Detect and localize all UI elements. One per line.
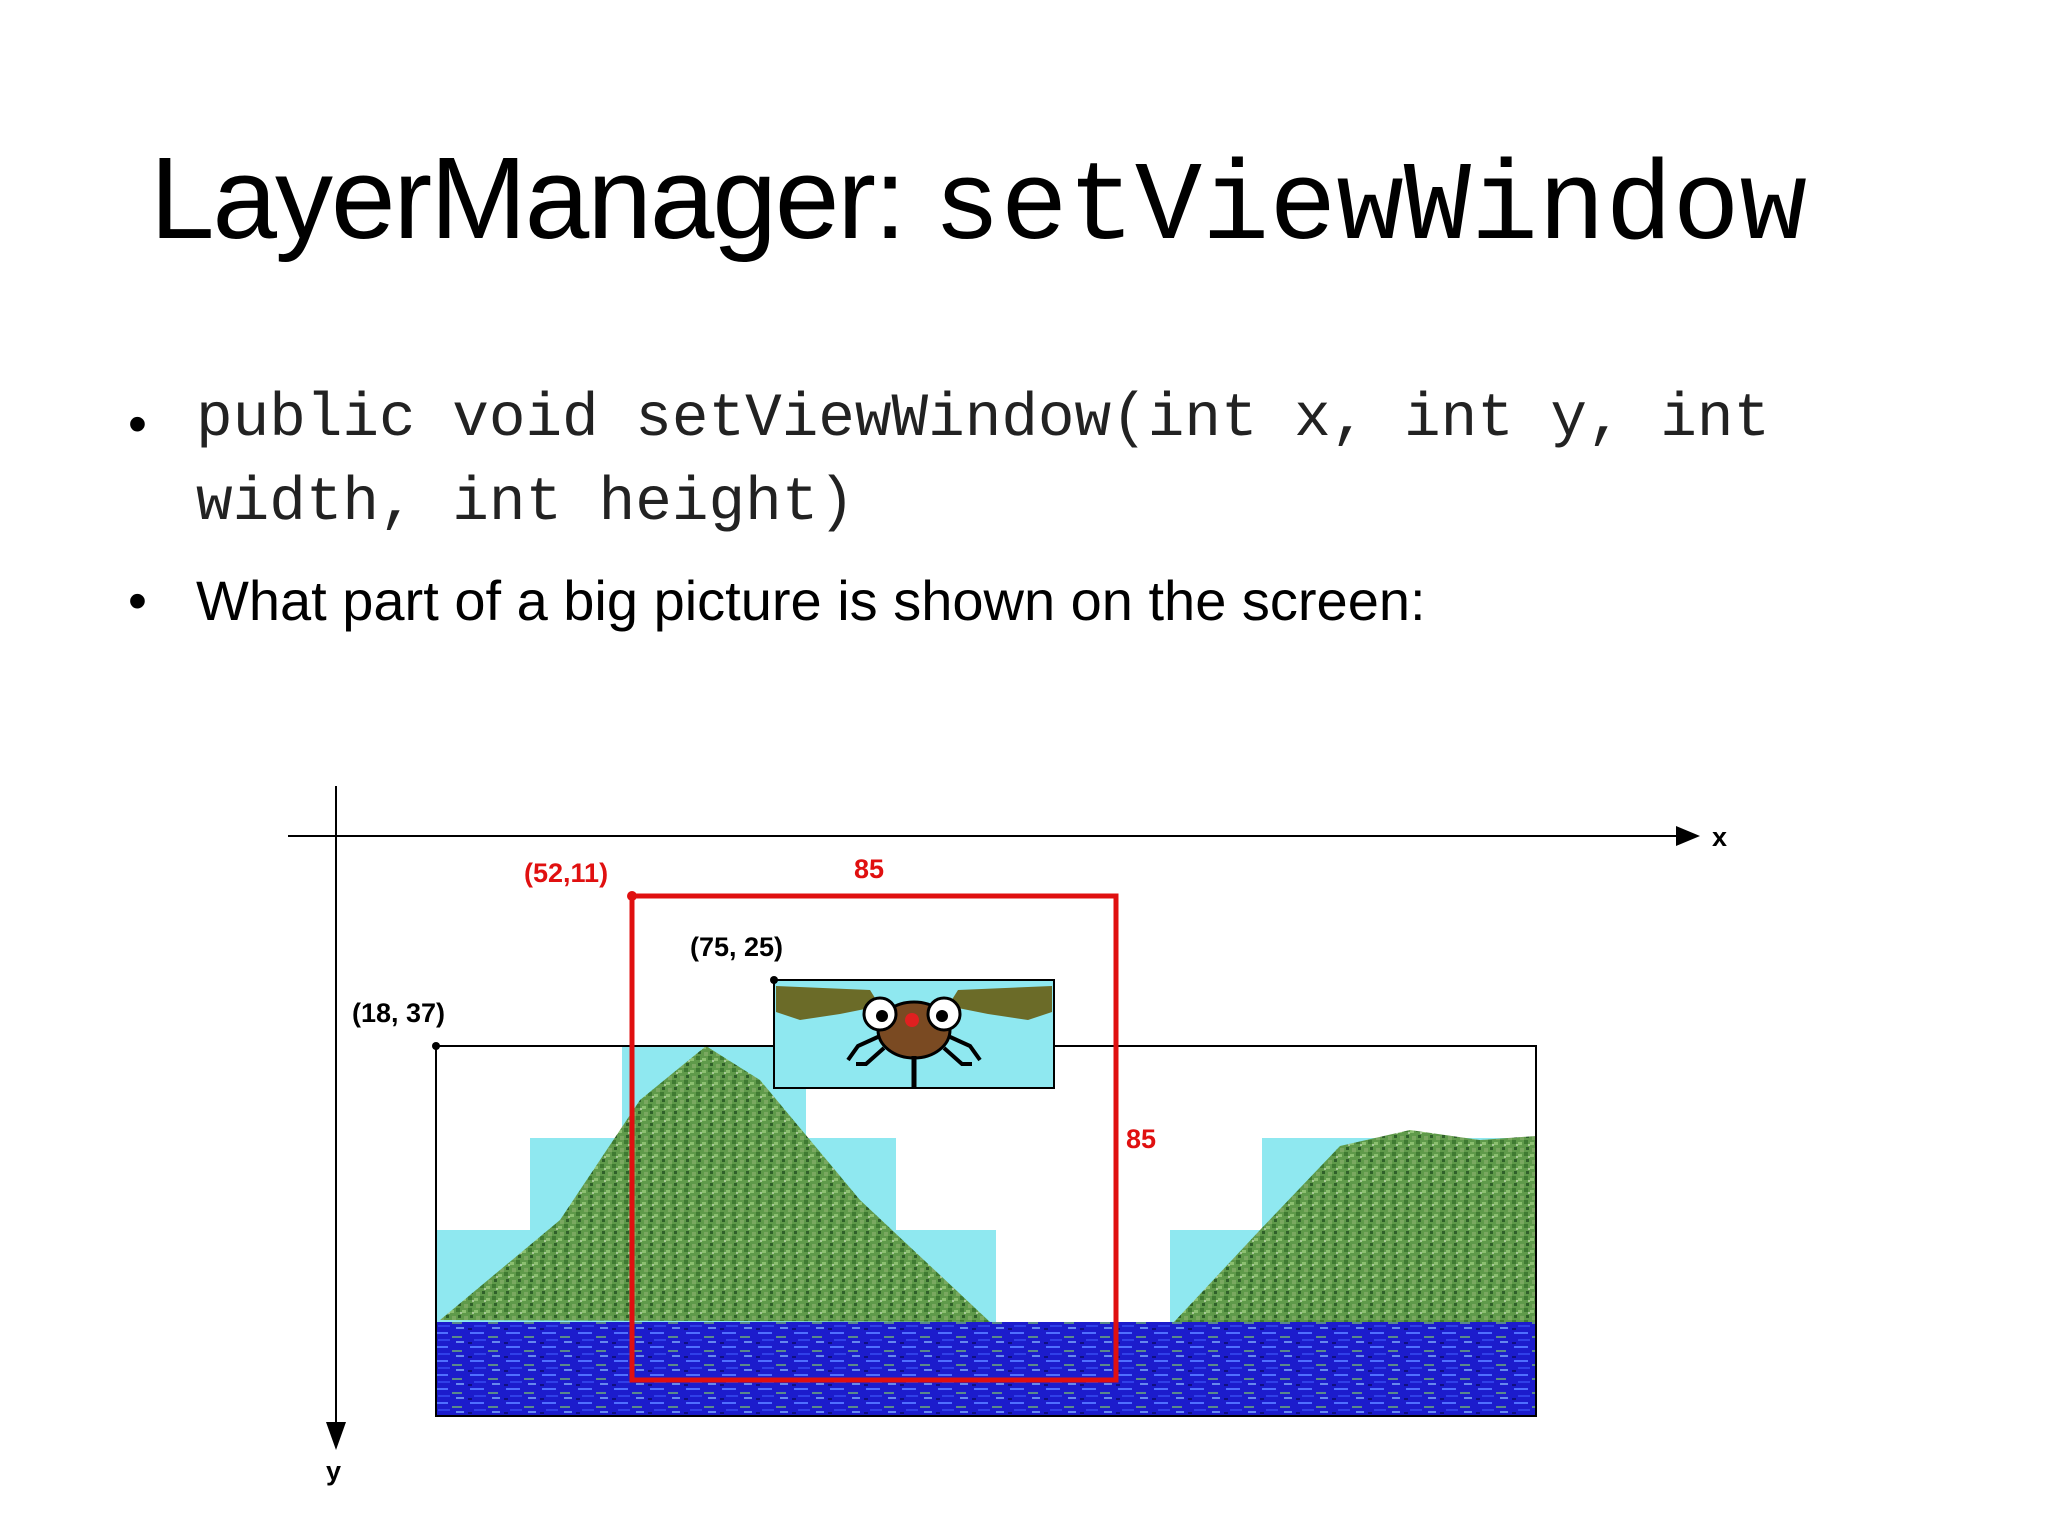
view-window-origin-label: (52,11) bbox=[524, 858, 608, 888]
sprite-right-legs bbox=[942, 1034, 982, 1066]
left-hill bbox=[440, 1046, 990, 1322]
view-window-rect bbox=[629, 893, 1119, 1383]
bullet-dot: • bbox=[128, 394, 147, 454]
title-method-name: setViewWindow bbox=[933, 145, 1807, 272]
signature-line-1: public void setViewWindow(int x, int y, … bbox=[196, 385, 1771, 454]
axes: x y bbox=[288, 786, 1727, 1486]
slide-title: LayerManager: setViewWindow bbox=[150, 140, 1950, 265]
sprite-right-wing bbox=[948, 986, 1052, 1020]
sprite-nose bbox=[905, 1013, 919, 1027]
bullet-method-signature: • public void setViewWindow(int x, int y… bbox=[120, 378, 1920, 546]
description-text: What part of a big picture is shown on t… bbox=[196, 569, 1426, 632]
sprite: (75, 25) bbox=[690, 932, 1055, 1089]
y-axis-label: y bbox=[326, 1456, 341, 1486]
right-hill bbox=[1174, 1130, 1536, 1322]
view-window: (52,11) 85 85 bbox=[524, 854, 1156, 1383]
bullet-list: • public void setViewWindow(int x, int y… bbox=[120, 378, 1920, 636]
tiled-layer-origin-marker bbox=[432, 1042, 440, 1050]
tiled-layer: (18, 37) bbox=[352, 998, 1537, 1417]
view-window-height-label: 85 bbox=[1126, 1124, 1156, 1154]
bullet-description: • What part of a big picture is shown on… bbox=[120, 566, 1920, 636]
x-axis-arrow bbox=[1676, 826, 1700, 846]
sprite-left-wing bbox=[776, 986, 880, 1020]
signature-line-2: width, int height) bbox=[196, 469, 855, 538]
bullet-dot: • bbox=[128, 571, 147, 631]
sprite-left-pupil bbox=[876, 1010, 888, 1022]
sprite-origin-label: (75, 25) bbox=[690, 932, 783, 962]
x-axis-label: x bbox=[1712, 822, 1727, 852]
view-window-width-label: 85 bbox=[854, 854, 884, 884]
y-axis-arrow bbox=[326, 1422, 346, 1450]
tiled-layer-origin-label: (18, 37) bbox=[352, 998, 445, 1028]
title-class-name: LayerManager: bbox=[150, 133, 906, 263]
sprite-origin-marker bbox=[770, 976, 778, 984]
view-window-origin-marker bbox=[627, 891, 637, 901]
sprite-right-pupil bbox=[936, 1010, 948, 1022]
sprite-left-legs bbox=[846, 1034, 886, 1066]
water-strip bbox=[436, 1322, 1536, 1416]
